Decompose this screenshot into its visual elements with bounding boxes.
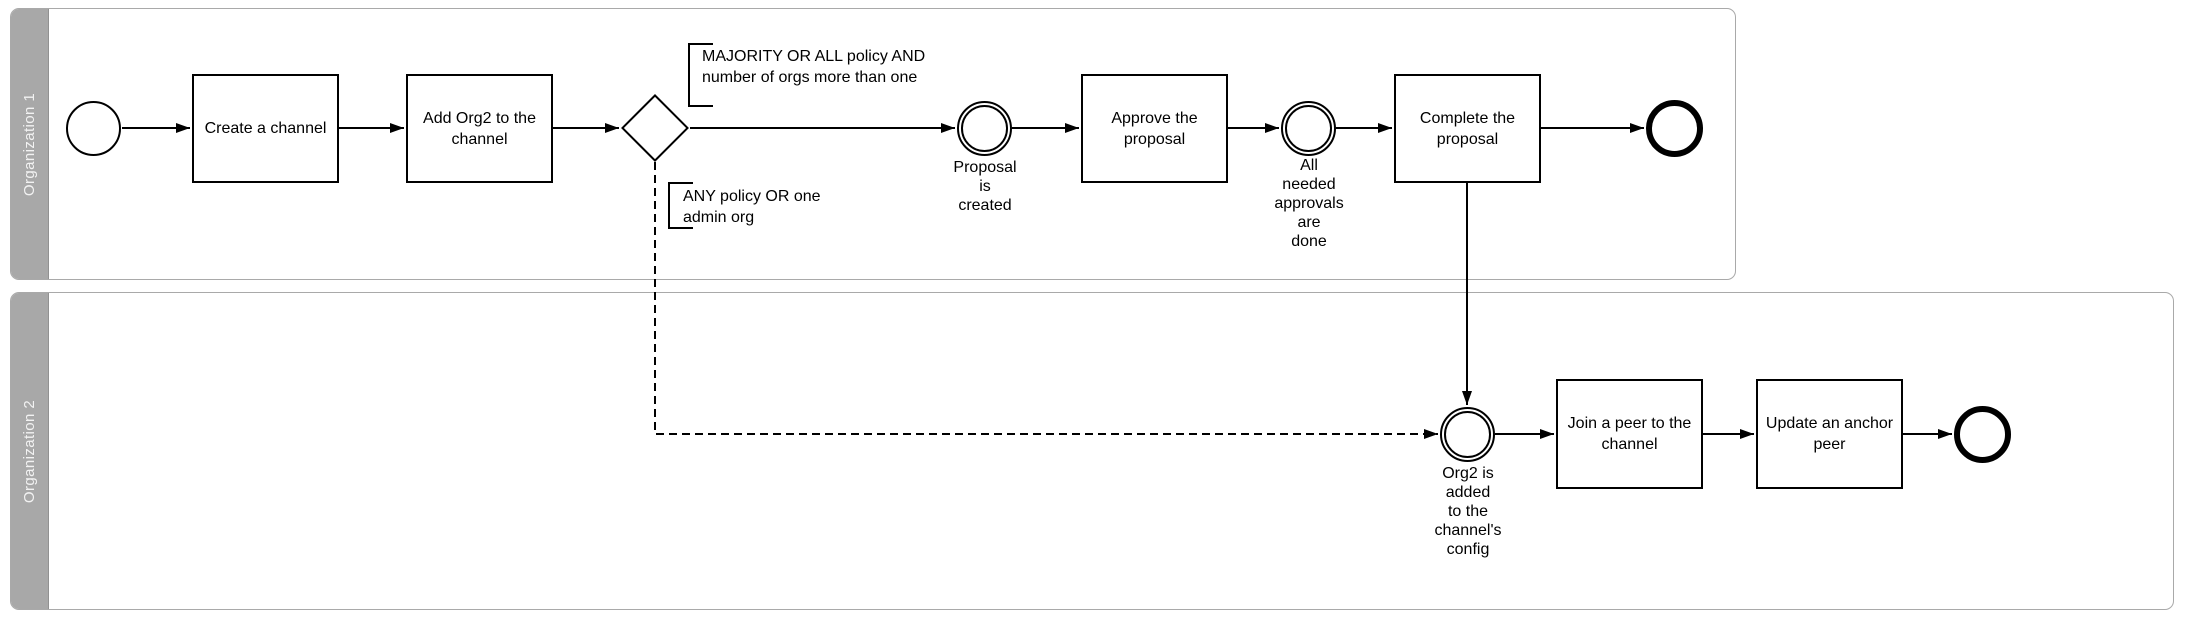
flow-label-any-policy: ANY policy OR one admin org — [683, 188, 821, 226]
event-org2-added[interactable] — [1440, 407, 1495, 462]
lane-organization-1-header[interactable]: Organization 1 — [11, 9, 49, 279]
event-proposal-created[interactable] — [957, 101, 1012, 156]
event-approvals-done-caption: All needed approvals are done — [1274, 157, 1344, 250]
flow-gateway-dashed-to-org2-added — [654, 162, 1438, 439]
label-bracket-icon-majority — [688, 43, 713, 107]
task-update-anchor-peer[interactable]: Update an anchor peer — [1756, 379, 1903, 489]
event-inner-ring — [1444, 411, 1491, 458]
end-event-org1[interactable] — [1646, 100, 1703, 157]
event-org2-added-caption: Org2 is added to the channel's config — [1434, 465, 1502, 558]
end-event-org2[interactable] — [1954, 406, 2011, 463]
event-inner-ring — [1285, 105, 1332, 152]
event-inner-ring — [961, 105, 1008, 152]
event-proposal-created-caption: Proposal is created — [953, 159, 1017, 214]
task-complete-the-proposal[interactable]: Complete the proposal — [1394, 74, 1541, 183]
task-join-a-peer[interactable]: Join a peer to the channel — [1556, 379, 1703, 489]
task-create-a-channel[interactable]: Create a channel — [192, 74, 339, 183]
event-approvals-done[interactable] — [1281, 101, 1336, 156]
lane-organization-2-header[interactable]: Organization 2 — [11, 293, 49, 609]
task-add-org2-to-channel[interactable]: Add Org2 to the channel — [406, 74, 553, 183]
flow-label-majority-policy: MAJORITY OR ALL policy AND number of org… — [702, 48, 926, 86]
task-approve-the-proposal[interactable]: Approve the proposal — [1081, 74, 1228, 183]
label-bracket-icon-any — [668, 182, 693, 229]
start-event-org1[interactable] — [66, 101, 121, 156]
